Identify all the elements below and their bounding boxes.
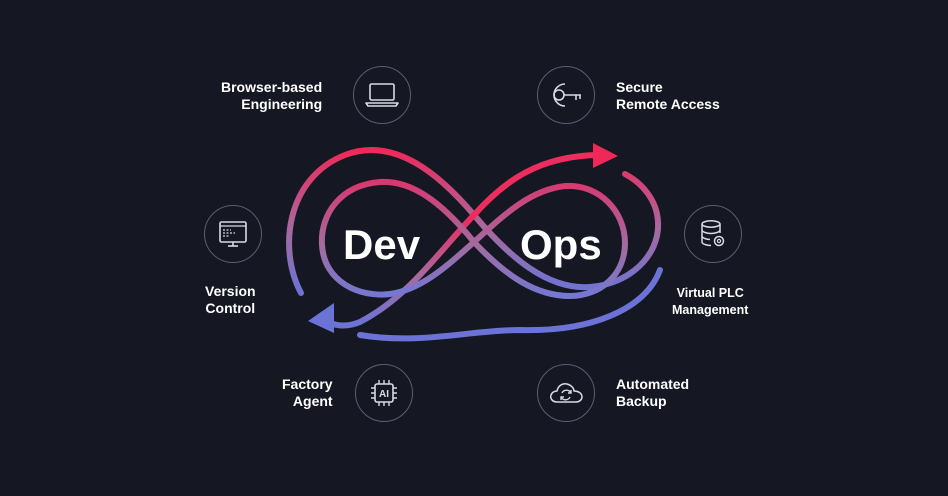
feature-icon-version-control [204,205,262,263]
feature-label-virtual-plc-management: Virtual PLC Management [672,286,749,317]
laptop-icon [365,83,399,107]
key-icon [553,83,581,107]
outer-loop-bottom-path [319,212,477,329]
ai-chip-text: AI [379,389,389,400]
outer-loop-bottom-right-path [357,267,663,342]
feature-icon-browser-based-engineering [353,66,411,124]
feature-label-version-control: Version Control [205,283,256,316]
feature-label-secure-remote-access: Secure Remote Access [616,79,720,112]
outer-loop-top-right-path [471,152,601,218]
arrowhead-top-right [593,143,618,168]
feature-icon-automated-backup [537,364,595,422]
inner-loop-path [318,178,629,300]
arrowhead-bottom-left [308,303,334,333]
feature-label-browser-based-engineering: Browser-based Engineering [221,79,323,112]
dev-word: Dev [343,221,421,268]
feature-icon-virtual-plc-management [684,205,742,263]
code-window-icon [219,221,247,247]
outer-loop-path [286,147,662,296]
cloud-sync-icon [550,383,583,403]
feature-icon-secure-remote-access [537,66,595,124]
database-gear-icon [701,220,725,247]
feature-label-factory-agent: Factory Agent [282,376,333,409]
feature-icon-factory-agent: AI [355,364,413,422]
ops-word: Ops [520,221,602,268]
ai-chip-icon: AI [371,380,397,406]
feature-label-automated-backup: Automated Backup [616,376,690,409]
